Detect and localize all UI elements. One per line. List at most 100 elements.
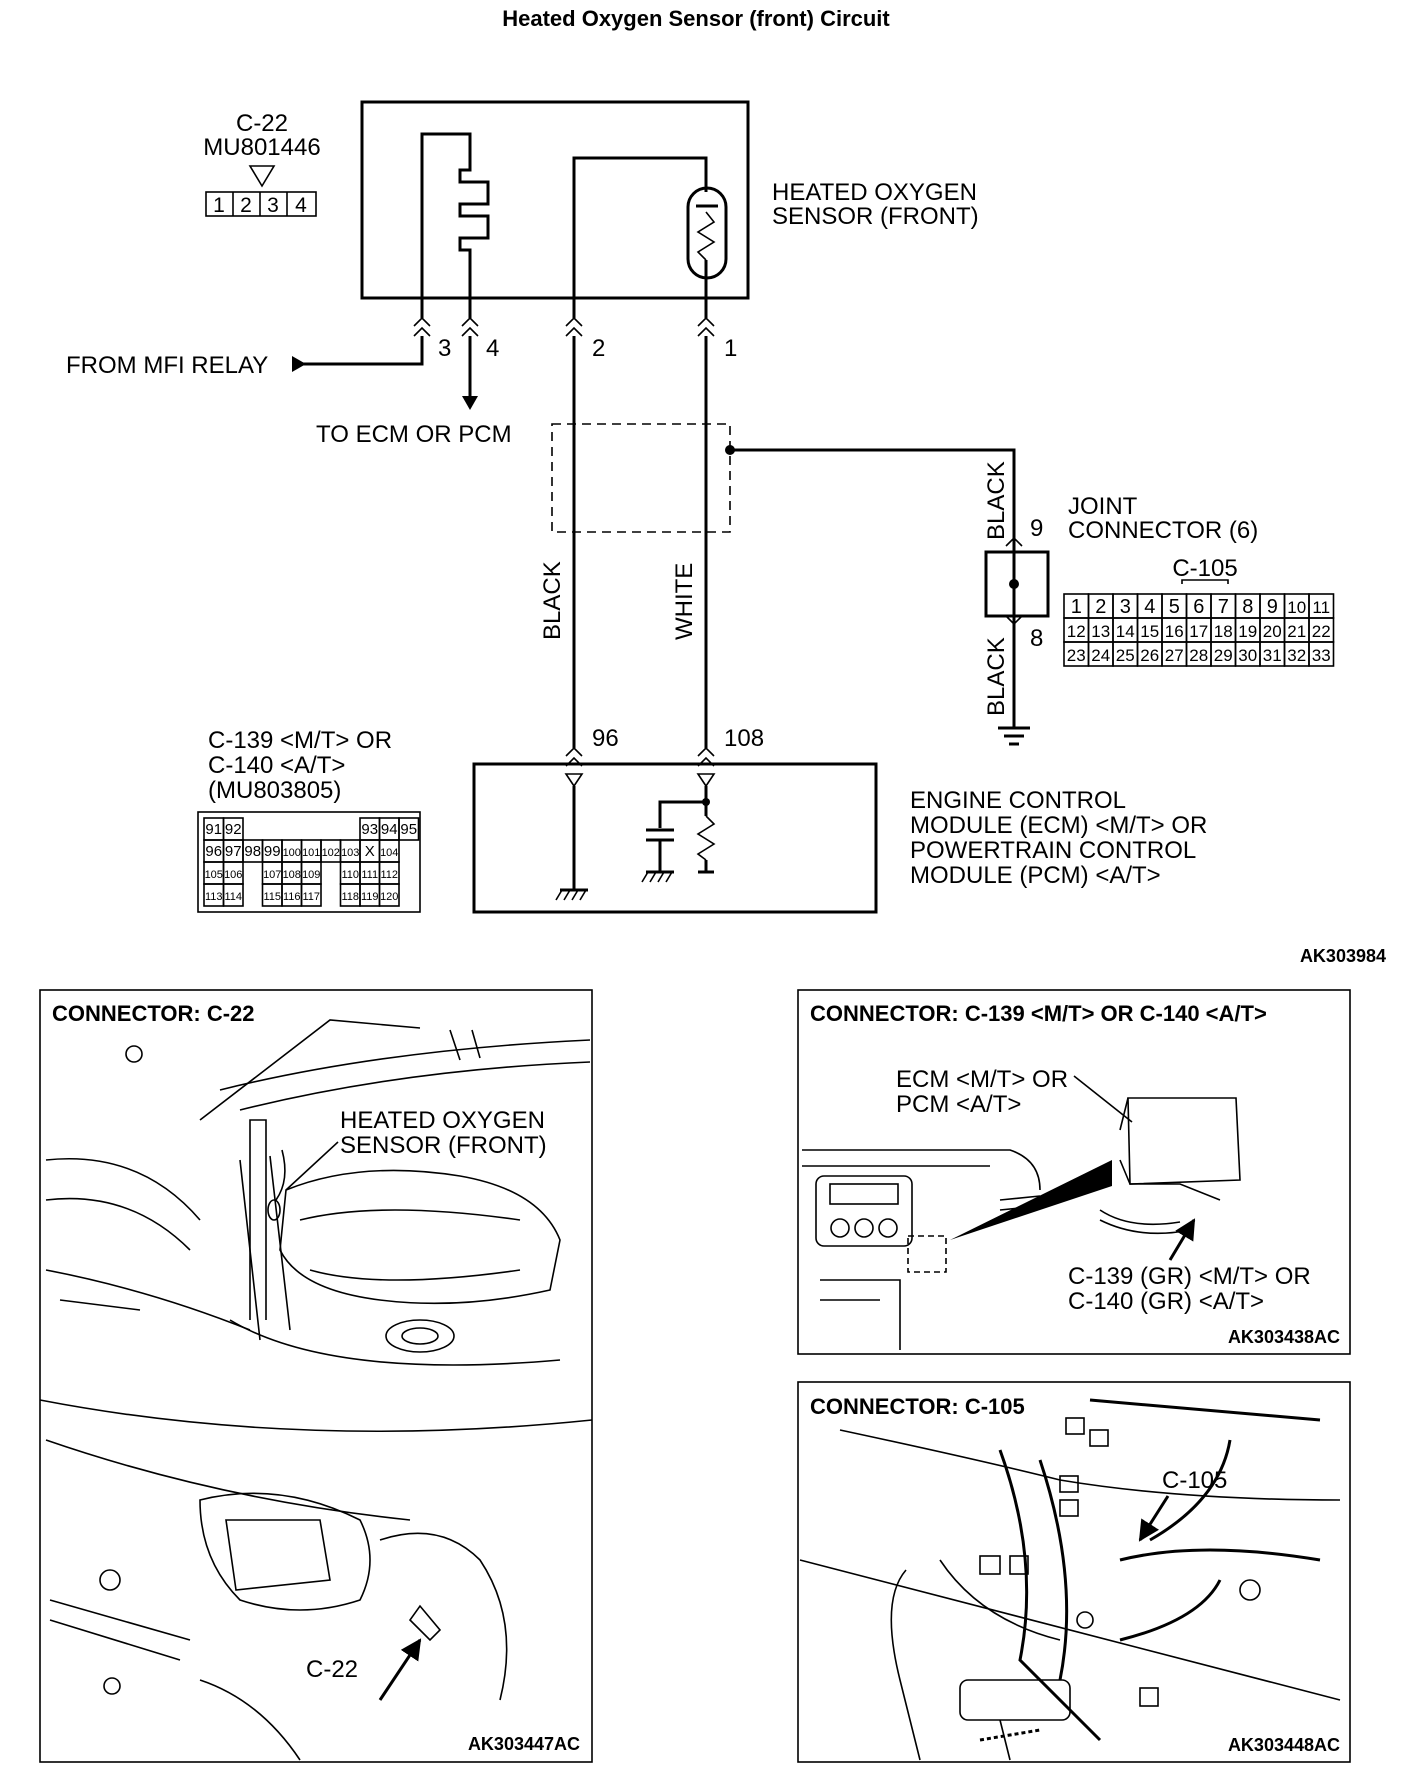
panel-connector-c139: CONNECTOR: C-139 <M/T> OR C-140 <A/T> EC… bbox=[797, 989, 1351, 1355]
c139-pin: 109 bbox=[302, 869, 320, 881]
c105-pin: 23 bbox=[1067, 646, 1086, 665]
panel-c22-pointer-label: C-22 bbox=[306, 1656, 358, 1683]
c105-pin: 30 bbox=[1238, 646, 1257, 665]
c139-pin: 92 bbox=[225, 821, 242, 838]
mfi-relay-wire bbox=[296, 336, 424, 366]
panel-c139-code: AK303438AC bbox=[1228, 1327, 1340, 1347]
ecm-module: ENGINE CONTROL MODULE (ECM) <M/T> OR POW… bbox=[472, 762, 1207, 914]
c105-pin: 17 bbox=[1189, 622, 1208, 641]
c139-pin: X bbox=[365, 843, 375, 860]
c105-pin: 21 bbox=[1287, 622, 1306, 641]
sensor-box bbox=[360, 100, 750, 300]
c139-pin: 111 bbox=[361, 869, 378, 881]
c105-pin: 27 bbox=[1165, 646, 1184, 665]
c22-pin: 4 bbox=[295, 194, 307, 217]
wire-color-white: WHITE bbox=[671, 563, 698, 640]
to-ecm-pcm-label: TO ECM OR PCM bbox=[316, 421, 512, 448]
harness-wire bbox=[1038, 1459, 1069, 1681]
c105-pin: 9 bbox=[1267, 596, 1278, 618]
panel-c139-connector-line1: C-139 (GR) <M/T> OR bbox=[1068, 1263, 1311, 1290]
c139-pin: 95 bbox=[400, 821, 417, 838]
joint-connector-label-line2: CONNECTOR (6) bbox=[1068, 517, 1258, 544]
harness-wire bbox=[1119, 1548, 1321, 1562]
c105-pin: 15 bbox=[1140, 622, 1159, 641]
connector-key-icon bbox=[248, 165, 276, 188]
figure-code: AK303984 bbox=[1300, 946, 1386, 966]
ecm-box bbox=[472, 762, 878, 914]
ecm-pin-108: 108 bbox=[724, 725, 764, 752]
c105-pin: 11 bbox=[1312, 598, 1330, 617]
c139-pin: 105 bbox=[205, 869, 223, 881]
c105-pin: 13 bbox=[1091, 622, 1110, 641]
c139-pin-cell bbox=[300, 883, 322, 907]
heater-element-icon bbox=[420, 132, 490, 318]
c139-pin-cell bbox=[378, 883, 400, 907]
c139-pin: 114 bbox=[224, 891, 242, 903]
sensor-pin-4: 4 bbox=[486, 335, 499, 362]
c139-pin: 103 bbox=[341, 847, 359, 859]
c139-pin: 113 bbox=[205, 891, 223, 903]
c105-pin: 31 bbox=[1263, 646, 1282, 665]
c105-pin: 1 bbox=[1071, 596, 1082, 618]
engine-bay-illustration bbox=[39, 1019, 593, 1761]
c139-pin: 108 bbox=[283, 869, 301, 881]
c139-pin: 100 bbox=[283, 847, 301, 859]
joint-connector-id: C-105 bbox=[1172, 555, 1237, 582]
sensor-label-line2: SENSOR (FRONT) bbox=[772, 203, 979, 230]
c105-pin: 2 bbox=[1095, 596, 1106, 618]
connector-c22-pin-grid bbox=[205, 191, 317, 217]
c105-pin: 19 bbox=[1238, 622, 1257, 641]
c139-pin: 118 bbox=[341, 891, 359, 903]
harness-wire bbox=[1149, 1439, 1232, 1542]
sensor-pin-3: 3 bbox=[438, 335, 451, 362]
resistor-icon bbox=[696, 815, 716, 861]
c139-pin: 99 bbox=[264, 843, 281, 860]
arrow-down-icon bbox=[462, 396, 478, 410]
c22-pin: 1 bbox=[213, 194, 225, 217]
ecm-label-line2: MODULE (ECM) <M/T> OR bbox=[910, 812, 1207, 839]
wire-color-black-upper: BLACK bbox=[983, 461, 1010, 540]
joint-connector-box bbox=[984, 550, 1050, 618]
c139-pin: 93 bbox=[361, 821, 378, 838]
ecm-label-line1: ENGINE CONTROL bbox=[910, 787, 1126, 814]
c139-pin: 96 bbox=[205, 843, 222, 860]
panel-c139-frame bbox=[797, 989, 1351, 1355]
c139-pin: 94 bbox=[381, 821, 398, 838]
c105-pin: 18 bbox=[1214, 622, 1233, 641]
c105-pin: 29 bbox=[1214, 646, 1233, 665]
connector-c22-symbol: C-22 MU801446 1 2 3 4 bbox=[203, 110, 320, 217]
ecm-pin-96: 96 bbox=[592, 725, 619, 752]
c105-pin: 25 bbox=[1116, 646, 1135, 665]
console-illustration bbox=[799, 1417, 1341, 1761]
sensor-label-line1: HEATED OXYGEN bbox=[772, 179, 977, 206]
panel-c139-title: CONNECTOR: C-139 <M/T> OR C-140 <A/T> bbox=[810, 1001, 1267, 1026]
c105-pin-cell bbox=[1308, 641, 1335, 667]
diagram-title: Heated Oxygen Sensor (front) Circuit bbox=[502, 6, 890, 31]
c105-pin: 32 bbox=[1287, 646, 1306, 665]
c139-pin: 110 bbox=[341, 869, 359, 881]
panel-c139-connector-line2: C-140 (GR) <A/T> bbox=[1068, 1288, 1264, 1315]
ecm-connector-label-line1: C-139 <M/T> OR bbox=[208, 727, 392, 754]
c139-pin: 102 bbox=[322, 847, 340, 859]
panel-c105-pointer-label: C-105 bbox=[1162, 1467, 1227, 1494]
c105-pin: 10 bbox=[1287, 598, 1306, 617]
connector-c22-part-number: MU801446 bbox=[203, 134, 320, 161]
joint-pin-8: 8 bbox=[1030, 625, 1043, 652]
pointer-arrow-icon bbox=[378, 1638, 422, 1701]
ecm-label-line4: MODULE (PCM) <A/T> bbox=[910, 862, 1161, 889]
panel-c22-code: AK303447AC bbox=[468, 1734, 580, 1754]
joint-pin-9: 9 bbox=[1030, 515, 1043, 542]
dashboard-illustration bbox=[802, 1097, 1241, 1350]
c139-pin: 116 bbox=[283, 891, 301, 903]
c22-pin: 3 bbox=[267, 194, 279, 217]
c105-pin: 3 bbox=[1120, 596, 1131, 618]
c139-pin: 120 bbox=[380, 891, 398, 903]
c105-pin: 12 bbox=[1067, 622, 1086, 641]
c105-pin: 20 bbox=[1263, 622, 1282, 641]
c139-pin: 91 bbox=[205, 821, 222, 838]
c105-pin: 16 bbox=[1165, 622, 1184, 641]
